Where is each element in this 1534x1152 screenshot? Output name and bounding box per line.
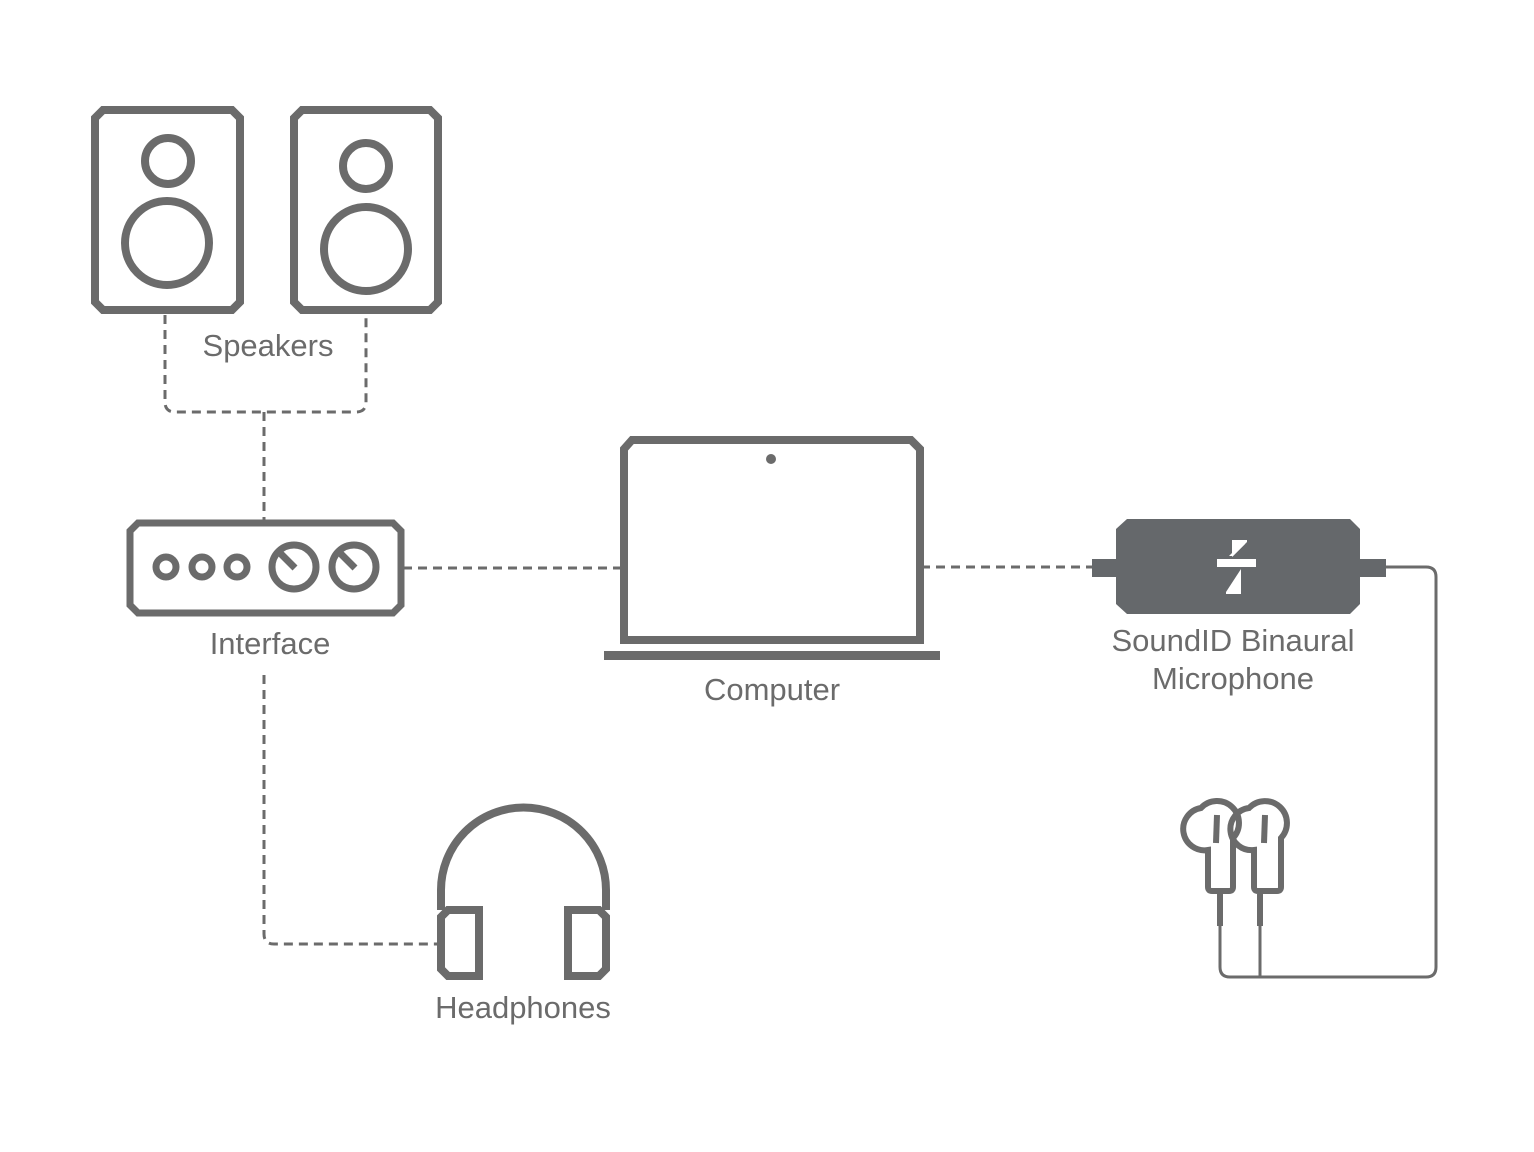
microphone-left-plug <box>1092 559 1118 577</box>
microphone-right-plug <box>1356 559 1386 577</box>
microphone-label-line2: Microphone <box>1152 661 1314 696</box>
microphone-label: SoundID Binaural Microphone <box>1083 622 1383 698</box>
interface-to-headphones-connector <box>262 675 439 946</box>
speakers-label: Speakers <box>202 328 334 363</box>
audio-interface-icon <box>126 519 405 617</box>
microphone-to-earbuds-cable <box>1218 565 1438 979</box>
headphones-icon <box>437 803 610 980</box>
computer-label: Computer <box>703 672 841 707</box>
connectors <box>163 315 1093 946</box>
soundid-logo-icon <box>1217 540 1256 594</box>
speakers-bracket-connector <box>163 315 368 414</box>
binaural-microphone-icon <box>1092 519 1386 614</box>
laptop-camera-icon <box>766 454 776 464</box>
speaker-left-icon <box>91 106 244 314</box>
speaker-right-icon <box>290 106 442 314</box>
earbuds-icon <box>1180 798 1290 926</box>
headphones-label: Headphones <box>435 990 611 1025</box>
laptop-icon <box>604 436 940 660</box>
microphone-label-line1: SoundID Binaural <box>1111 623 1355 658</box>
interface-label: Interface <box>209 626 331 661</box>
laptop-base <box>604 651 940 660</box>
